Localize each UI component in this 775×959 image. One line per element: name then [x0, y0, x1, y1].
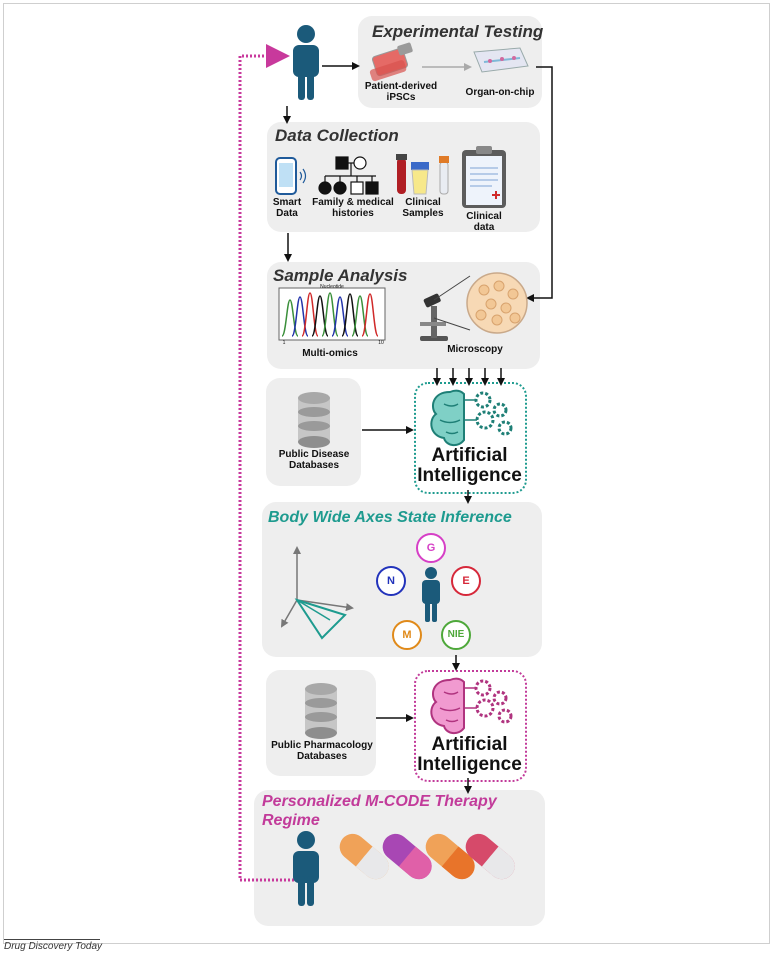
sample-analysis-title: Sample Analysis: [273, 266, 408, 285]
disease-database-icon: [298, 392, 330, 448]
chromatogram-axis-caption: Nucleotide: [320, 284, 344, 290]
pills-icon: [339, 833, 515, 880]
patient-icon-middle: [422, 567, 440, 622]
body-axes-title: Body Wide Axes State Inference: [268, 509, 512, 526]
clipboard-icon: [462, 146, 506, 208]
disease-db-label: Public Disease Databases: [278, 449, 350, 471]
node-N: N: [376, 566, 406, 596]
patient-icon-bottom: [293, 831, 319, 906]
chromatogram-axis-start: 1: [282, 340, 286, 346]
experimental-testing-title: Experimental Testing: [372, 22, 544, 41]
therapy-title: Personalized M-CODE Therapy Regime: [262, 793, 497, 829]
pharma-database-icon: [305, 683, 337, 739]
footer-journal: Drug Discovery Today: [4, 941, 103, 952]
organ-on-chip-icon: [473, 47, 529, 73]
chromatogram-icon: [278, 287, 386, 341]
pharma-db-label: Public Pharmacology Databases: [271, 740, 373, 762]
cells-icon: [466, 272, 528, 334]
pedigree-icon: [318, 156, 379, 195]
footer-rule: [4, 939, 100, 940]
ai-label-2: Artificial Intelligence: [417, 734, 522, 775]
organ-on-chip-label: Organ-on-chip: [465, 87, 535, 98]
node-M: M: [392, 620, 422, 650]
clinical-samples-label: Clinical Samples: [402, 197, 444, 219]
family-histories-label: Family & medical histories: [312, 197, 394, 219]
clinical-samples-icon: [396, 154, 449, 195]
ipsc-label: Patient-derived iPSCs: [364, 81, 438, 103]
brain-gears-icon-2: [430, 677, 513, 734]
smartphone-icon: [275, 157, 307, 195]
microscopy-label: Microscopy: [447, 344, 503, 355]
feedback-loop: [238, 54, 298, 882]
microscope-icon: [420, 275, 471, 341]
ipsc-flask-icon: [369, 42, 413, 82]
data-collection-title: Data Collection: [275, 126, 399, 145]
feedback-arrowhead: [266, 44, 290, 68]
brain-gears-icon-1: [430, 389, 513, 446]
3d-axes-icon: [281, 546, 354, 640]
patient-icon-top: [293, 25, 319, 100]
smart-data-label: Smart Data: [272, 197, 302, 219]
node-NIE: NIE: [441, 620, 471, 650]
node-G: G: [416, 533, 446, 563]
node-E: E: [451, 566, 481, 596]
multi-omics-label: Multi-omics: [302, 348, 358, 359]
chromatogram-axis-end: 10: [378, 340, 384, 346]
clinical-data-label: Clinical data: [466, 211, 502, 233]
ai-label-1: Artificial Intelligence: [417, 445, 522, 486]
figure-frame: [3, 3, 770, 944]
